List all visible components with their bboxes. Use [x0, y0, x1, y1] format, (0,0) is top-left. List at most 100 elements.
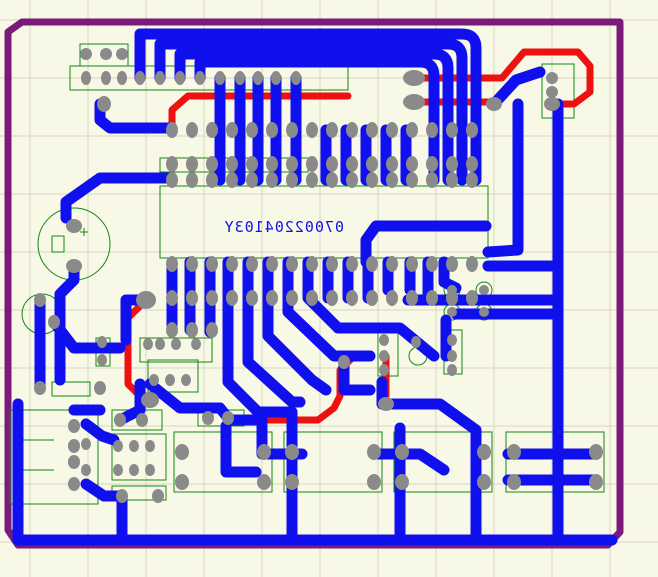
- pcb-pad: [246, 156, 258, 172]
- capacitor-polarity-mark: [51, 235, 65, 253]
- pcb-pad: [406, 256, 418, 272]
- pcb-pad: [149, 374, 159, 386]
- bottom-trace: [168, 92, 352, 132]
- pcb-pad: [206, 122, 218, 138]
- pcb-pad: [68, 439, 80, 453]
- pcb-pad: [366, 172, 378, 188]
- top-trace: [372, 448, 450, 476]
- pcb-pad: [116, 48, 128, 60]
- pcb-pad: [117, 71, 127, 85]
- pcb-pad: [206, 290, 218, 306]
- pcb-pad: [191, 338, 201, 350]
- pcb-pad: [366, 122, 378, 138]
- top-trace: [488, 66, 546, 110]
- pcb-pad: [181, 374, 191, 386]
- pcb-pad: [366, 156, 378, 172]
- pcb-pad: [97, 336, 107, 348]
- top-trace: [154, 38, 468, 186]
- pcb-pad: [446, 256, 458, 272]
- pcb-pad: [226, 290, 238, 306]
- pcb-pad: [166, 256, 178, 272]
- pcb-pad: [175, 444, 189, 460]
- pcb-pad: [426, 122, 438, 138]
- pcb-pad: [94, 381, 106, 395]
- pcb-pad: [546, 72, 558, 84]
- pcb-pad: [113, 464, 123, 476]
- pcb-pad: [165, 374, 175, 386]
- pcb-pad: [286, 156, 298, 172]
- pcb-pad: [266, 172, 278, 188]
- pcb-pad: [346, 290, 358, 306]
- pcb-pad: [135, 71, 145, 85]
- pcb-pad: [81, 464, 91, 476]
- pcb-pad: [155, 71, 165, 85]
- pcb-pad: [175, 474, 189, 490]
- top-trace: [222, 414, 308, 460]
- pcb-pad: [286, 122, 298, 138]
- pcb-pad: [406, 156, 418, 172]
- pcb-pad: [166, 322, 178, 338]
- pcb-pad: [285, 444, 299, 460]
- top-trace: [302, 256, 440, 362]
- pcb-pad: [291, 71, 301, 85]
- pcb-pad: [366, 256, 378, 272]
- pcb-pad: [403, 94, 425, 110]
- pcb-pad: [447, 350, 457, 362]
- pcb-pad: [66, 219, 82, 233]
- pcb-pad: [346, 256, 358, 272]
- pcb-pad: [206, 172, 218, 188]
- pcb-pad: [326, 256, 338, 272]
- pcb-pad: [136, 413, 148, 427]
- pcb-pad: [166, 122, 178, 138]
- pcb-pad: [257, 444, 271, 460]
- top-trace: [282, 256, 376, 362]
- top-trace: [338, 356, 376, 396]
- pcb-pad: [386, 172, 398, 188]
- pcb-pad: [166, 156, 178, 172]
- pcb-pad: [97, 354, 107, 366]
- top-trace: [174, 48, 454, 186]
- top-trace: [12, 398, 618, 546]
- pcb-pad: [306, 290, 318, 306]
- pcb-pad: [113, 440, 123, 452]
- pcb-pad: [271, 71, 281, 85]
- pcb-pad: [136, 291, 156, 309]
- pcb-pad: [253, 71, 263, 85]
- pcb-pad: [406, 290, 418, 306]
- pcb-pad: [206, 256, 218, 272]
- top-trace: [114, 378, 146, 426]
- pcb-pad: [246, 172, 258, 188]
- pcb-pad: [589, 474, 603, 490]
- pcb-pad: [68, 477, 80, 491]
- pcb-pad: [446, 172, 458, 188]
- top-trace: [60, 172, 178, 224]
- pcb-pad: [386, 256, 398, 272]
- pcb-pad: [466, 290, 478, 306]
- pcb-pad: [477, 444, 491, 460]
- pcb-pad: [186, 322, 198, 338]
- ic-small-outline: [111, 433, 167, 481]
- pcb-pad: [479, 307, 489, 317]
- top-trace: [80, 418, 120, 446]
- pcb-pad: [246, 256, 258, 272]
- top-trace: [80, 478, 128, 546]
- pcb-pad: [34, 381, 46, 395]
- pcb-pad: [81, 438, 91, 450]
- pcb-pad: [81, 71, 91, 85]
- pcb-pad: [145, 464, 155, 476]
- pcb-pad: [306, 172, 318, 188]
- pcb-pad: [386, 290, 398, 306]
- pcb-pad: [186, 156, 198, 172]
- pcb-pad: [486, 97, 502, 111]
- switch-s3-outline: [393, 431, 493, 493]
- pcb-pad: [479, 285, 489, 295]
- pcb-pad: [66, 259, 82, 273]
- pcb-pad: [114, 413, 126, 427]
- pcb-pad: [379, 350, 389, 362]
- pcb-pad: [466, 256, 478, 272]
- pcb-pad: [326, 290, 338, 306]
- pcb-pad: [166, 290, 178, 306]
- pcb-pad: [226, 172, 238, 188]
- top-trace: [220, 420, 262, 478]
